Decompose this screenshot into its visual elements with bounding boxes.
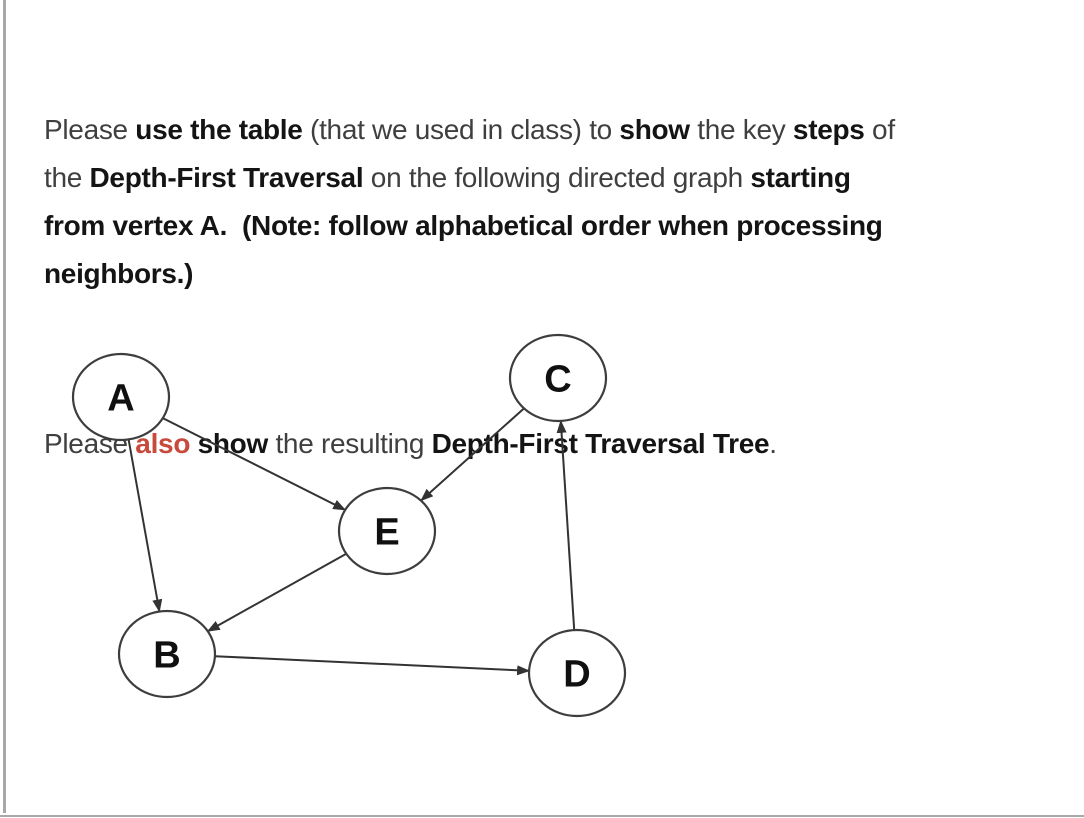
text-segment: on the following directed graph [370,162,751,193]
question-paragraph-1: Please use the table (that we used in cl… [44,106,1058,298]
graph-node-label-A: A [107,378,134,420]
question-line: Please use the table (that we used in cl… [44,106,1058,154]
text-segment: Depth-First Traversal [89,162,371,193]
graph-node-E [337,486,437,576]
text-segment: Please [44,114,136,145]
question-line: neighbors.) [44,250,1058,298]
directed-graph-figure: A C E B D [0,320,700,760]
text-segment: of [872,114,895,145]
graph-node-B [117,609,217,699]
graph-edge-D-C [556,419,576,631]
graph-node-label-E: E [374,512,399,554]
text-segment: show [619,114,698,145]
text-segment: from vertex A. (Note: follow alphabetica… [44,210,883,241]
text-segment: Depth-First Traversal Tree [431,428,770,459]
graph-node-label-C: C [544,359,571,401]
graph-node-label-D: D [563,654,590,696]
page-bottom-border [0,815,1084,817]
text-segment: the [44,162,90,193]
graph-node-A [71,352,171,442]
graph-edge-A-E [162,417,347,511]
text-segment: starting [750,162,851,193]
question-text: Please use the table (that we used in cl… [44,10,1058,564]
graph-edge-E-B [206,552,347,633]
text-segment: (that we used in class) to [310,114,620,145]
text-segment: . [769,428,777,459]
graph-edge-C-E [420,407,525,502]
text-segment: the key [697,114,793,145]
question-line: from vertex A. (Note: follow alphabetica… [44,202,1058,250]
graph-node-C [508,333,608,423]
text-segment: steps [792,114,873,145]
text-segment: the resulting [275,428,432,459]
text-segment: use the table [135,114,311,145]
graph-node-D [527,628,627,718]
page-left-border [3,0,6,813]
graph-edge-A-B [127,439,163,613]
question-line: the Depth-First Traversal on the followi… [44,154,1058,202]
directed-graph-svg: A C E B D [71,333,627,718]
graph-node-label-B: B [153,635,180,677]
graph-edge-B-D [214,655,531,676]
text-segment: neighbors.) [44,258,194,289]
